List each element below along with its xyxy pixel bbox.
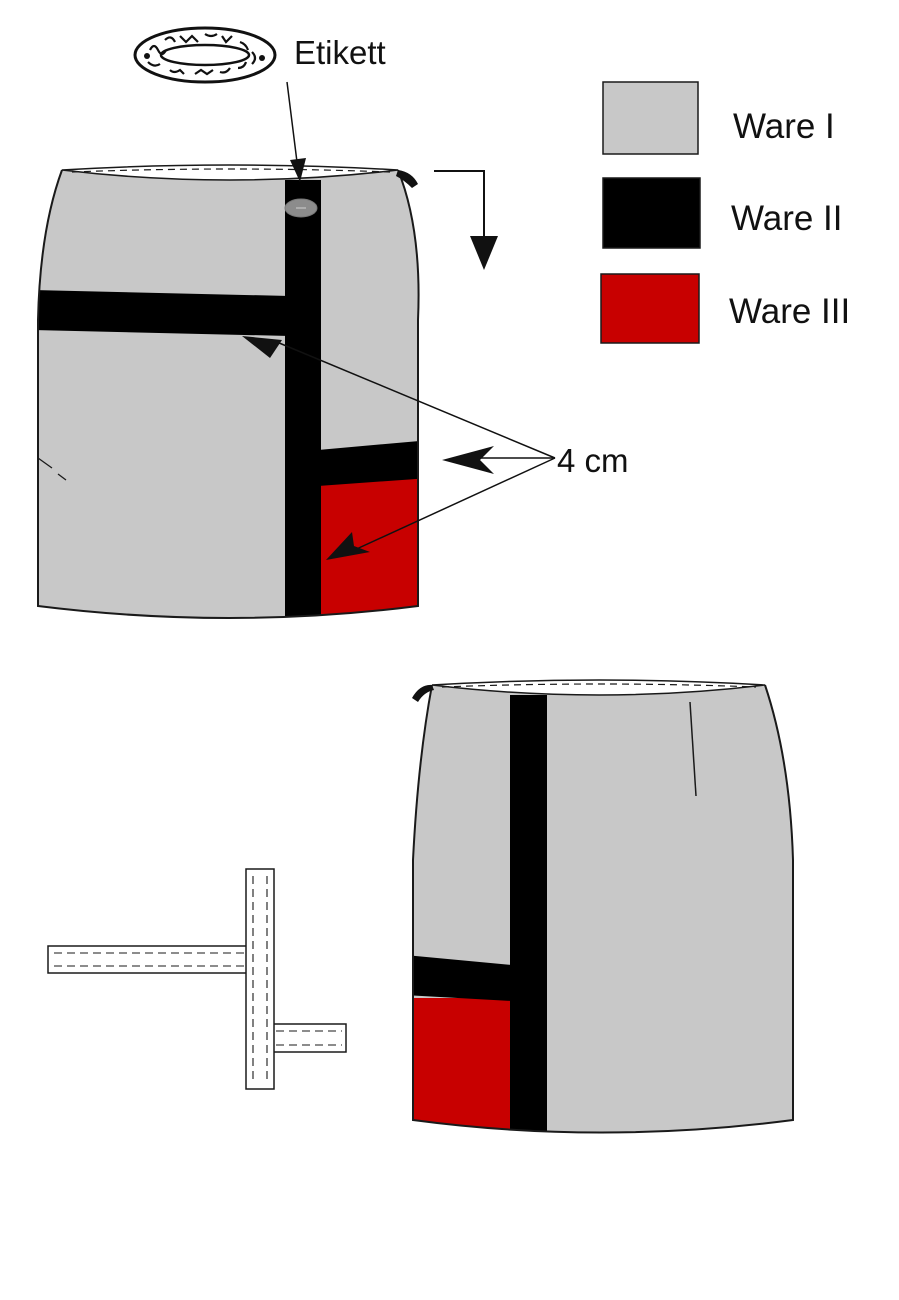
etikett-pointer-head bbox=[290, 158, 306, 182]
front-dart-mark bbox=[37, 457, 53, 469]
legend-swatch-ware-2 bbox=[602, 177, 701, 249]
legend-label-ware-2: Ware II bbox=[731, 199, 843, 238]
legend-item-ware-3: Ware III bbox=[600, 273, 850, 344]
back-skirt-outline bbox=[412, 684, 794, 1134]
legend-item-ware-2: Ware II bbox=[602, 177, 843, 249]
back-horizontal-band bbox=[413, 955, 512, 1001]
flat-strip-pieces bbox=[47, 868, 347, 1090]
legend: Ware I Ware II Ware III bbox=[600, 81, 850, 344]
front-zipper-pull bbox=[396, 170, 418, 188]
legend-label-ware-3: Ware III bbox=[729, 292, 850, 331]
back-skirt bbox=[412, 679, 794, 1134]
front-skirt-outline bbox=[37, 169, 420, 619]
back-zipper-pull bbox=[412, 684, 434, 702]
strip-vertical bbox=[245, 868, 275, 1090]
etikett-label: Etikett bbox=[294, 34, 386, 71]
back-fabric-3-panel bbox=[413, 998, 513, 1133]
front-skirt bbox=[37, 164, 420, 619]
back-vertical-band bbox=[510, 695, 547, 1133]
front-vertical-band bbox=[285, 180, 321, 618]
measure-arrow-lower bbox=[326, 532, 370, 560]
legend-item-ware-1: Ware I bbox=[602, 81, 835, 155]
front-horizontal-band-left bbox=[38, 290, 290, 336]
etikett-pointer-line bbox=[286, 81, 299, 171]
strip-horizontal-short bbox=[271, 1023, 347, 1053]
back-dart-line bbox=[689, 701, 697, 797]
measure-arrow-middle bbox=[442, 446, 494, 474]
legend-swatch-ware-3 bbox=[600, 273, 700, 344]
front-horizontal-band-right bbox=[318, 440, 419, 486]
measure-label: 4 cm bbox=[557, 442, 629, 479]
fold-arrow bbox=[434, 170, 498, 270]
legend-swatch-ware-1 bbox=[602, 81, 699, 155]
front-fabric-3-panel bbox=[320, 478, 419, 618]
label-icon bbox=[133, 26, 277, 84]
strip-horizontal-long bbox=[47, 945, 249, 974]
legend-label-ware-1: Ware I bbox=[733, 107, 835, 146]
measure-arrow-upper bbox=[242, 336, 282, 358]
measure-annotation bbox=[242, 336, 556, 560]
